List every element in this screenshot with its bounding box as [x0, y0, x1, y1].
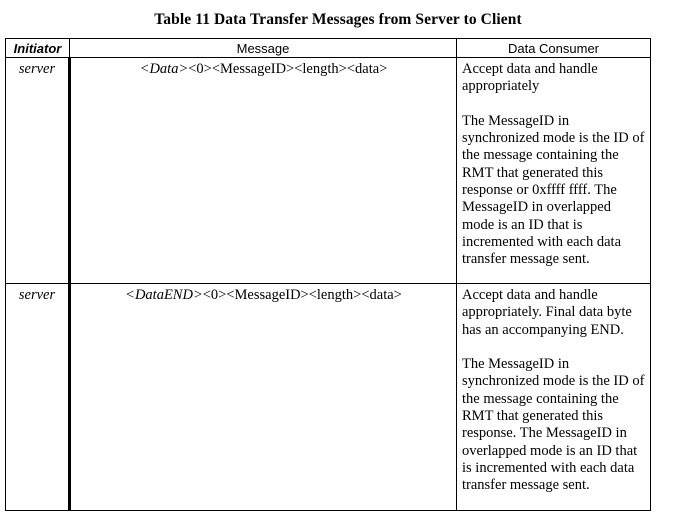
- consumer-paragraph: Accept data and handle appropriately: [462, 61, 598, 95]
- initiator-cell: server: [5, 57, 71, 284]
- header-initiator: Initiator: [5, 38, 70, 58]
- data-transfer-table: Initiator Message Data Consumer server <…: [5, 38, 651, 511]
- table-row: server <DataEND><0><MessageID><length><d…: [5, 283, 651, 511]
- message-name: <DataEND>: [125, 287, 203, 303]
- message-cell: <DataEND><0><MessageID><length><data>: [69, 283, 457, 511]
- message-cell: <Data><0><MessageID><length><data>: [69, 57, 457, 284]
- header-message: Message: [69, 38, 457, 58]
- consumer-paragraph: Accept data and handle appropriately. Fi…: [462, 287, 632, 338]
- message-name: <Data>: [139, 61, 189, 77]
- header-row: Initiator Message Data Consumer: [5, 38, 651, 58]
- message-fields: <0><MessageID><length><data>: [188, 61, 388, 77]
- message-fields: <0><MessageID><length><data>: [202, 287, 402, 303]
- header-consumer: Data Consumer: [456, 38, 651, 58]
- consumer-cell: Accept data and handle appropriately The…: [456, 57, 651, 284]
- table-caption: Table 11 Data Transfer Messages from Ser…: [154, 11, 522, 28]
- consumer-paragraph: The MessageID in synchronized mode is th…: [462, 356, 645, 494]
- table-row: server <Data><0><MessageID><length><data…: [5, 57, 651, 284]
- consumer-cell: Accept data and handle appropriately. Fi…: [456, 283, 651, 511]
- consumer-paragraph: The MessageID in synchronized mode is th…: [462, 112, 645, 268]
- initiator-cell: server: [5, 283, 71, 511]
